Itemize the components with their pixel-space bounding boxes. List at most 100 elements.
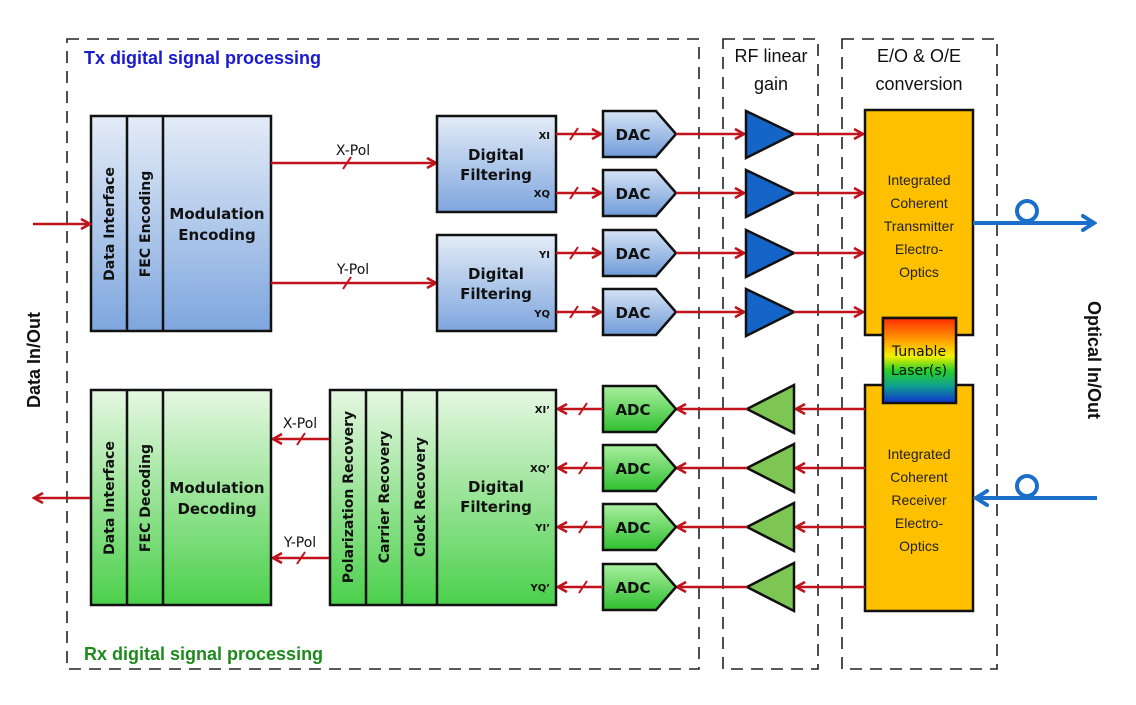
tx-optics-label-line3: Transmitter [884,218,955,234]
tx-optics-label-line2: Coherent [890,195,948,211]
tx-filter2-label-line2: Filtering [460,285,532,303]
rx-fec-decoding-label: FEC Decoding [138,444,154,552]
adc-label: ADC [615,519,650,537]
rx-carrier-recovery-label: Carrier Recovery [377,431,393,563]
tx-filter1-label-line2: Filtering [460,166,532,184]
rx-port-xi: XI’ [535,405,550,416]
tx-modulation-label-line2: Encoding [178,226,255,244]
rx-xpol-label: X-Pol [283,416,317,432]
rx-optics-label-line3: Receiver [891,492,947,508]
rx-lane-xq: ADC [558,441,865,495]
rf-gain-title-line2: gain [754,74,788,94]
tx-port-yq: YQ [533,309,550,320]
tx-modulation-label-line1: Modulation [169,205,264,223]
adc-block [601,384,678,434]
tx-amplifier-icon [744,287,797,339]
rx-lane-xi: ADC [558,382,865,436]
rx-port-yq: YQ’ [529,583,550,594]
tx-ypol-label: Y-Pol [336,262,369,278]
rx-lane-yq: ADC [558,560,865,614]
adc-block [601,502,678,552]
tx-amplifier-icon [744,228,797,280]
rx-amplifier-icon [744,382,796,436]
tx-data-interface-label: Data Interface [102,167,118,281]
tx-optics-label-line5: Optics [899,264,939,280]
bus-slash [578,461,588,475]
laser-label-line2: Laser(s) [891,363,947,379]
tx-lane-xq: DAC [556,168,863,220]
rx-amplifier-icon [744,560,796,614]
rx-amplifier-icon [744,500,796,554]
rx-port-xq: XQ’ [530,464,550,475]
bus-slash [569,186,579,200]
tx-port-yi: YI [538,250,550,261]
rx-ypol-label: Y-Pol [283,535,316,551]
eo-oe-title-line2: conversion [875,74,962,94]
laser-label-line1: Tunable [891,344,946,360]
optical-out-fiber [973,199,1094,223]
adc-block [601,562,678,612]
rx-clock-recovery-label: Clock Recovery [413,437,429,557]
tx-port-xi: XI [539,131,550,142]
dac-block [601,287,678,337]
data-in-out-label: Data In/Out [24,312,44,408]
adc-label: ADC [615,579,650,597]
rx-recovery-block [328,388,558,607]
tx-digital-filtering-y [435,233,558,333]
rf-gain-title-line1: RF linear [734,46,807,66]
tx-digital-filtering-x [435,114,558,214]
tx-optics-label-line1: Integrated [887,172,950,188]
tx-lane-yq: DAC [556,287,863,339]
tx-filter1-label-line1: Digital [468,146,524,164]
bus-slash [578,402,588,416]
tx-amplifier-icon [744,109,797,161]
eo-oe-title-line1: E/O & O/E [877,46,961,66]
dac-block [601,228,678,278]
bus-slash [578,520,588,534]
bus-slash [569,127,579,141]
dac-label: DAC [615,304,650,322]
tx-rx-dsp-section-box [66,38,700,670]
rx-amplifier-icon [744,441,796,495]
rx-filter-label-line1: Digital [468,478,524,496]
rx-modulation-label-line2: Decoding [177,500,256,518]
adc-label: ADC [615,401,650,419]
tx-dsp-title: Tx digital signal processing [84,48,321,68]
rx-data-interface-label: Data Interface [102,441,118,555]
dac-block [601,168,678,218]
tx-lane-yi: DAC [556,228,863,280]
rx-optics-block [863,383,975,613]
optical-in-fiber [976,474,1097,498]
rx-polarization-recovery-label: Polarization Recovery [341,411,357,583]
dac-label: DAC [615,126,650,144]
tx-optics-block [863,108,975,337]
eo-oe-section-box [841,38,998,670]
rx-modulation-label-line1: Modulation [169,479,264,497]
tx-filter2-label-line1: Digital [468,265,524,283]
rx-dsp-title: Rx digital signal processing [84,644,323,664]
dac-block [601,109,678,159]
tx-fec-encoding-label: FEC Encoding [138,171,154,278]
dac-label: DAC [615,245,650,263]
adc-label: ADC [615,460,650,478]
rf-gain-section-box [722,38,819,670]
adc-block [601,443,678,493]
bus-slash [569,246,579,260]
rx-filter-label-line2: Filtering [460,498,532,516]
tx-lane-xi: DAC [556,109,863,161]
dac-label: DAC [615,185,650,203]
optical-in-out-label: Optical In/Out [1084,301,1104,419]
rx-decoder-block [89,388,273,607]
rx-optics-label-line1: Integrated [887,446,950,462]
tx-port-xq: XQ [534,189,550,200]
rx-port-yi: YI’ [534,523,550,534]
tx-encoder-block [89,114,273,333]
tx-xpol-label: X-Pol [336,143,370,159]
rx-lane-yi: ADC [558,500,865,554]
rx-optics-label-line2: Coherent [890,469,948,485]
rx-optics-label-line5: Optics [899,538,939,554]
bus-slash [569,305,579,319]
bus-slash [578,580,588,594]
rx-optics-label-line4: Electro- [895,515,944,531]
